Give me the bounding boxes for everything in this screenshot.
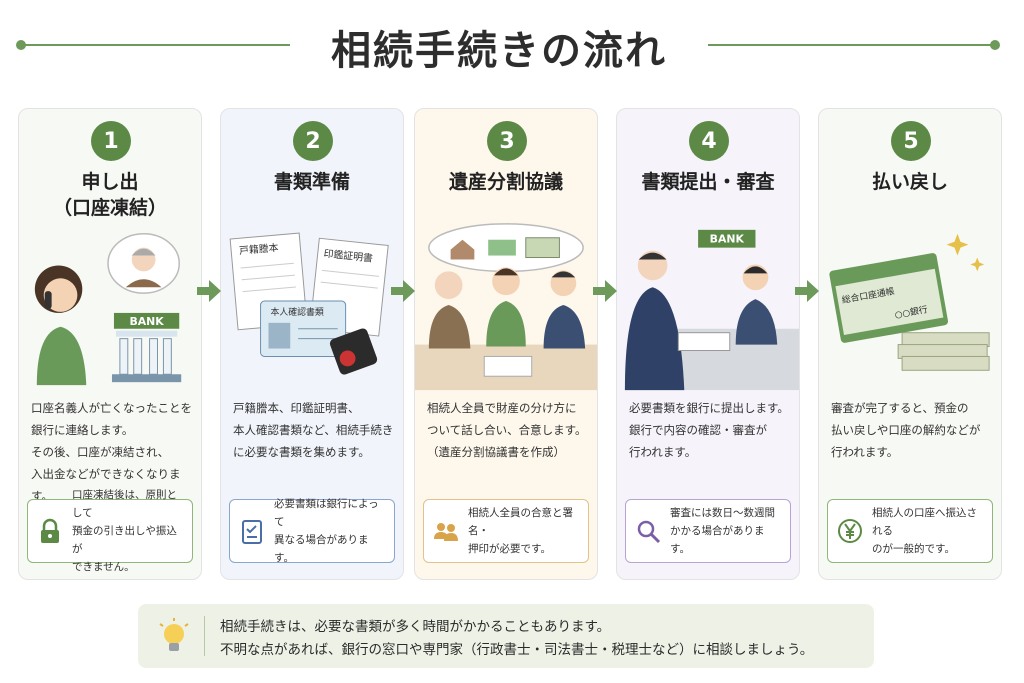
title-dot-right bbox=[990, 40, 1000, 50]
step-description: 相続人全員で財産の分け方に ついて話し合い、合意します。 （遺産分割協議書を作成… bbox=[427, 397, 593, 463]
bank-sign-text: BANK bbox=[129, 315, 164, 328]
footer-line-1: 相続手続きは、必要な書類が多く時間がかかることもあります。 bbox=[220, 619, 611, 635]
step-4-card: 4 書類提出・審査 BANK 必要書類を銀行に提出します。 銀行で内容の確認・審… bbox=[616, 108, 800, 580]
note-line: 異なる場合があります。 bbox=[274, 534, 369, 564]
step-heading: 払い戻し bbox=[819, 169, 1001, 195]
desc-line: ついて話し合い、合意します。 bbox=[427, 423, 587, 437]
desc-line: 行われます。 bbox=[629, 445, 697, 459]
desc-line: 払い戻しや口座の解約などが bbox=[831, 423, 981, 437]
desc-line: その後、口座が凍結され、 bbox=[31, 445, 170, 459]
note-line: 押印が必要です。 bbox=[468, 543, 551, 555]
desc-line: 口座名義人が亡くなったことを bbox=[31, 401, 192, 415]
note-line: 必要書類は銀行によって bbox=[274, 498, 379, 528]
desc-line: 銀行に連絡します。 bbox=[31, 423, 134, 437]
doc-label-id: 本人確認書類 bbox=[270, 306, 323, 318]
title-dot-left bbox=[16, 40, 26, 50]
lock-icon bbox=[41, 518, 59, 543]
step-heading: 書類提出・審査 bbox=[617, 169, 799, 195]
documents-illustration: 戸籍謄本 印鑑証明書 本人確認書類 bbox=[229, 232, 389, 375]
step-number: 5 bbox=[891, 121, 931, 161]
footer-tip: 相続手続きは、必要な書類が多く時間がかかることもあります。 不明な点があれば、銀… bbox=[138, 604, 874, 668]
people-icon bbox=[434, 523, 458, 541]
family-discussion-illustration bbox=[415, 223, 597, 391]
note-line: 相続人の口座へ振込される bbox=[872, 507, 977, 537]
note-line: 相続人全員の合意と署名・ bbox=[468, 507, 573, 537]
checklist-icon bbox=[242, 520, 262, 544]
note-line: かかる場合があります。 bbox=[670, 525, 765, 555]
note-line: できません。 bbox=[72, 561, 135, 573]
step-1-card: 1 申し出 （口座凍結） BANK 口座名義人が亡くなったことを 銀行に連絡しま… bbox=[18, 108, 202, 580]
desc-line: 銀行で内容の確認・審査が bbox=[629, 423, 767, 437]
desc-line: 戸籍謄本、印鑑証明書、 bbox=[233, 401, 360, 415]
footer-line-2: 不明な点があれば、銀行の窓口や専門家（行政書士・司法書士・税理士など）に相談しま… bbox=[220, 642, 814, 658]
step-heading: 遺産分割協議 bbox=[415, 169, 597, 195]
step-heading-line1: 書類準備 bbox=[273, 171, 350, 193]
step-description: 必要書類を銀行に提出します。 銀行で内容の確認・審査が 行われます。 bbox=[629, 397, 795, 463]
step-note: 必要書類は銀行によって 異なる場合があります。 bbox=[229, 498, 395, 564]
step-note: 審査には数日～数週間 かかる場合があります。 bbox=[625, 499, 791, 563]
desc-line: （遺産分割協議書を作成） bbox=[427, 445, 565, 459]
note-line: のが一般的です。 bbox=[872, 543, 955, 555]
desc-line: に必要な書類を集めます。 bbox=[233, 445, 370, 459]
footer-separator bbox=[204, 616, 205, 656]
desc-line: 審査が完了すると、預金の bbox=[831, 401, 969, 415]
desc-line: 必要書類を銀行に提出します。 bbox=[629, 401, 789, 415]
step-heading: 書類準備 bbox=[221, 169, 403, 195]
step-heading-line1: 遺産分割協議 bbox=[448, 171, 563, 193]
doc-label-koseki: 戸籍謄本 bbox=[239, 241, 280, 257]
step-number: 3 bbox=[487, 121, 527, 161]
step-5-card: 5 払い戻し 総合口座通帳 ○○銀行 審査が完了すると、預金の 払い戻しや口座の… bbox=[818, 108, 1002, 580]
step-heading-line1: 申し出 bbox=[81, 171, 139, 193]
step-note: 口座凍結後は、原則として 預金の引き出しや振込が できません。 bbox=[27, 489, 193, 573]
step-2-card: 2 書類準備 戸籍謄本 印鑑証明書 本人確認書類 戸籍謄本、印鑑証明書、 本人確… bbox=[220, 108, 404, 580]
step-number: 1 bbox=[91, 121, 131, 161]
step-number: 2 bbox=[293, 121, 333, 161]
bank-sign-text: BANK bbox=[710, 233, 745, 246]
title-line-left bbox=[22, 44, 290, 46]
step-heading-line1: 書類提出・審査 bbox=[641, 171, 775, 193]
step-note: 相続人の口座へ振込される のが一般的です。 bbox=[827, 499, 993, 563]
passbook-cash-illustration: 総合口座通帳 ○○銀行 bbox=[829, 233, 990, 371]
yen-icon bbox=[838, 519, 862, 543]
arrow-right-icon bbox=[795, 280, 819, 302]
step-heading-line1: 払い戻し bbox=[871, 171, 948, 193]
phone-call-illustration: BANK bbox=[34, 233, 182, 386]
lightbulb-icon bbox=[159, 618, 189, 651]
arrow-right-icon bbox=[593, 280, 617, 302]
arrow-right-icon bbox=[391, 280, 415, 302]
page-title: 相続手続きの流れ bbox=[331, 28, 667, 74]
desc-line: 行われます。 bbox=[831, 445, 899, 459]
title-row: 相続手続きの流れ bbox=[0, 14, 1024, 78]
bank-counter-illustration: BANK bbox=[624, 229, 799, 391]
step-description: 審査が完了すると、預金の 払い戻しや口座の解約などが 行われます。 bbox=[831, 397, 997, 463]
desc-line: 相続人全員で財産の分け方に bbox=[427, 401, 577, 415]
note-line: 審査には数日～数週間 bbox=[670, 507, 775, 519]
step-heading: 申し出 （口座凍結） bbox=[19, 169, 201, 221]
note-line: 預金の引き出しや振込が bbox=[72, 525, 177, 555]
desc-line: 本人確認書類など、相続手続き bbox=[233, 423, 394, 437]
step-heading-line2: （口座凍結） bbox=[52, 197, 167, 219]
step-number: 4 bbox=[689, 121, 729, 161]
step-description: 口座名義人が亡くなったことを 銀行に連絡します。 その後、口座が凍結され、 入出… bbox=[31, 397, 197, 507]
arrow-right-icon bbox=[197, 280, 221, 302]
title-line-right bbox=[708, 44, 998, 46]
note-line: 口座凍結後は、原則として bbox=[72, 489, 177, 519]
step-note: 相続人全員の合意と署名・ 押印が必要です。 bbox=[423, 499, 589, 563]
step-3-card: 3 遺産分割協議 相続人全員で財産の分け方に ついて話し合い、合意します。 （遺… bbox=[414, 108, 598, 580]
step-description: 戸籍謄本、印鑑証明書、 本人確認書類など、相続手続き に必要な書類を集めます。 bbox=[233, 397, 399, 463]
magnifier-icon bbox=[637, 520, 661, 544]
